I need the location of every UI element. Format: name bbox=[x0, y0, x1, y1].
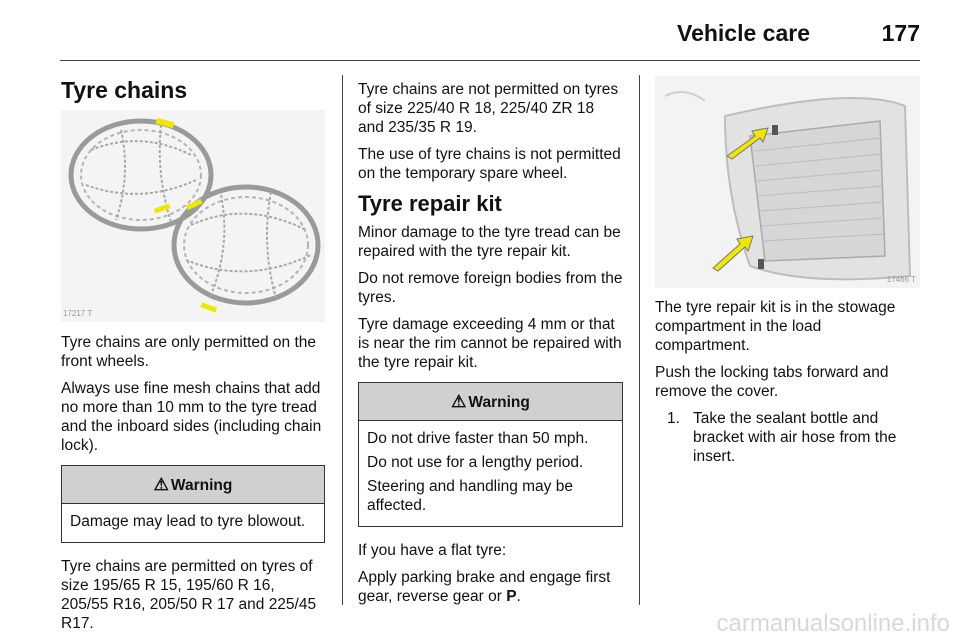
column-2: Tyre chains are not permitted on tyres o… bbox=[358, 80, 623, 614]
paragraph: Tyre chains are permitted on tyres of si… bbox=[61, 558, 317, 632]
list-text: Take the sealant bottle and bracket with… bbox=[693, 410, 897, 465]
paragraph: If you have a flat tyre: bbox=[358, 542, 507, 559]
tyre-chains-figure: 17217 T bbox=[61, 110, 325, 322]
gear-p-label: P bbox=[506, 588, 517, 605]
paragraph: Tyre chains are only permitted on the fr… bbox=[61, 334, 317, 370]
paragraph: The use of tyre chains is not permitted … bbox=[358, 146, 621, 182]
paragraph-end: . bbox=[516, 588, 521, 605]
paragraph: Push the locking tabs forward and remove… bbox=[655, 364, 889, 400]
paragraph-text: Apply parking brake and engage first gea… bbox=[358, 569, 611, 605]
figure-id: 17466 T bbox=[886, 275, 916, 284]
warning-triangle-icon: ⚠ bbox=[451, 392, 467, 411]
paragraph: Do not remove foreign bodies from the ty… bbox=[358, 270, 623, 306]
warning-header: ⚠Warning bbox=[359, 383, 622, 421]
tyre-chains-illustration bbox=[68, 117, 321, 313]
paragraph: Apply parking brake and engage first gea… bbox=[358, 568, 623, 606]
warning-title: Warning bbox=[468, 394, 530, 411]
watermark: carmanualsonline.info bbox=[716, 610, 950, 637]
warning-body: Damage may lead to tyre blowout. bbox=[62, 504, 324, 542]
warning-line: Damage may lead to tyre blowout. bbox=[70, 513, 306, 530]
warning-header: ⚠Warning bbox=[62, 466, 324, 504]
paragraph: The tyre repair kit is in the stowage co… bbox=[655, 299, 896, 354]
list-number: 1. bbox=[667, 410, 680, 427]
paragraph: Minor damage to the tyre tread can be re… bbox=[358, 224, 621, 260]
load-compartment-illustration bbox=[655, 76, 920, 288]
column-1-body: Tyre chains are only permitted on the fr… bbox=[61, 333, 325, 641]
paragraph: Tyre damage exceeding 4 mm or that is ne… bbox=[358, 316, 622, 371]
header-rule bbox=[60, 60, 920, 61]
warning-line: Do not drive faster than 50 mph. bbox=[367, 430, 589, 447]
repair-kit-figure: 17466 T bbox=[655, 76, 920, 288]
column-divider-2 bbox=[639, 75, 640, 605]
column-divider-1 bbox=[342, 75, 343, 605]
column-1: Tyre chains bbox=[61, 76, 325, 104]
warning-triangle-icon: ⚠ bbox=[153, 475, 169, 494]
header-title: Vehicle care bbox=[677, 20, 810, 46]
paragraph: Always use fine mesh chains that add no … bbox=[61, 380, 322, 454]
figure-id: 17217 T bbox=[63, 309, 93, 318]
page-number: 177 bbox=[881, 20, 920, 46]
warning-box: ⚠Warning Damage may lead to tyre blowout… bbox=[61, 465, 325, 543]
warning-line: Do not use for a lengthy period. bbox=[367, 454, 584, 471]
paragraph: Tyre chains are not permitted on tyres o… bbox=[358, 81, 619, 136]
warning-box: ⚠Warning Do not drive faster than 50 mph… bbox=[358, 382, 623, 527]
column-3-body: The tyre repair kit is in the stowage co… bbox=[655, 298, 920, 466]
list-item: 1. Take the sealant bottle and bracket w… bbox=[667, 409, 920, 466]
warning-title: Warning bbox=[170, 477, 233, 494]
section-heading-tyre-chains: Tyre chains bbox=[61, 77, 188, 103]
section-heading-tyre-repair-kit: Tyre repair kit bbox=[358, 191, 502, 216]
warning-body: Do not drive faster than 50 mph. Do not … bbox=[359, 421, 622, 526]
warning-line: Steering and handling may be affected. bbox=[367, 478, 573, 514]
